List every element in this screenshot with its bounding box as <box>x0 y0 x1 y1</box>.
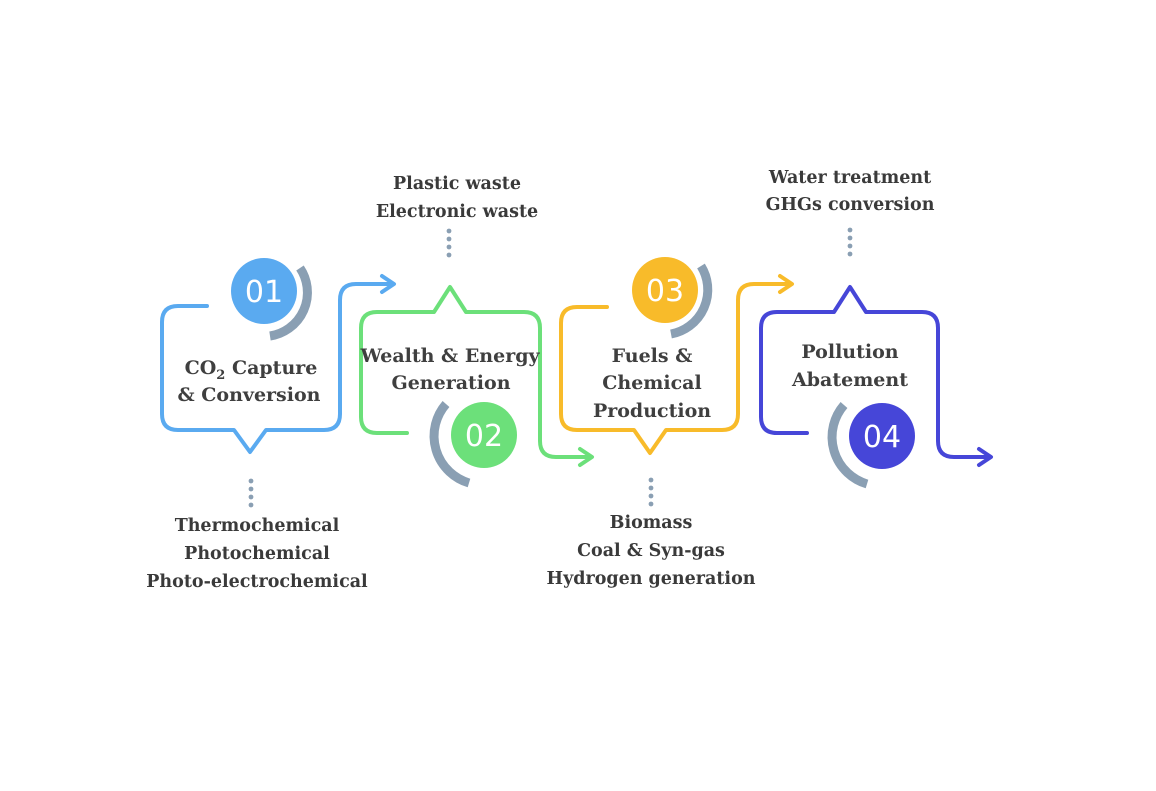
stage-3-number-circle <box>632 257 698 323</box>
stage-3-title-line1: Fuels & <box>612 345 693 367</box>
stage-4-title-line1: Pollution <box>801 341 898 363</box>
stage-4-arrowhead <box>977 447 993 467</box>
stage-2-outline <box>359 285 593 459</box>
stage-4-title-line2: Abatement <box>791 369 908 391</box>
stage-4-outline <box>759 285 992 459</box>
stage-2-number: 02 <box>465 419 503 454</box>
stage-3-annotation-3: Hydrogen generation <box>547 569 756 589</box>
stage-2: 02 Wealth & Energy Generation Plastic wa… <box>359 174 594 488</box>
stage-1-outline <box>160 282 395 454</box>
stage-4-number: 04 <box>863 420 901 455</box>
stage-3-annotation-2: Coal & Syn-gas <box>577 541 725 561</box>
stage-1-arrowhead <box>380 274 396 294</box>
stage-1: 01 CO2 Capture & Conversion Thermochemic… <box>146 258 396 592</box>
stage-2-arrowhead <box>578 447 594 467</box>
stage-3-title-line2: Chemical <box>602 372 701 394</box>
stage-3-arrowhead <box>778 274 794 294</box>
stage-4-annotation-2: GHGs conversion <box>766 195 935 215</box>
stage-3: 03 Fuels & Chemical Production Biomass C… <box>547 257 794 589</box>
stage-4-annotation-1: Water treatment <box>768 168 931 188</box>
stage-3-annotation-1: Biomass <box>610 513 693 533</box>
stage-3-title-line3: Production <box>593 400 711 422</box>
stage-1-number: 01 <box>245 275 283 310</box>
stage-2-gray-arc <box>429 401 471 488</box>
stage-4-gray-arc <box>827 402 869 489</box>
stage-4-dots <box>847 227 853 257</box>
stage-1-dots <box>248 478 254 508</box>
stage-4-number-circle <box>849 403 915 469</box>
stage-1-annotation-2: Photochemical <box>184 544 330 564</box>
stage-2-annotation-2: Electronic waste <box>376 202 538 222</box>
stage-1-annotation-1: Thermochemical <box>175 516 340 536</box>
stage-2-title-line2: Generation <box>391 372 510 394</box>
stage-2-title-line1: Wealth & Energy <box>359 345 540 367</box>
stage-3-dots <box>648 477 654 507</box>
stage-1-title-line2: & Conversion <box>178 384 321 406</box>
stage-2-dots <box>446 228 452 258</box>
stage-1-title: CO2 Capture <box>185 357 318 383</box>
stage-3-gray-arc <box>669 263 713 339</box>
stage-1-gray-arc <box>269 265 312 341</box>
stage-3-outline <box>559 282 793 455</box>
stage-1-annotation-3: Photo-electrochemical <box>146 572 368 592</box>
stage-2-annotation-1: Plastic waste <box>393 174 521 194</box>
stage-2-number-circle <box>451 402 517 468</box>
stage-1-number-circle <box>231 258 297 324</box>
stage-3-number: 03 <box>646 274 684 309</box>
stage-4: 04 Pollution Abatement Water treatment G… <box>759 168 993 489</box>
